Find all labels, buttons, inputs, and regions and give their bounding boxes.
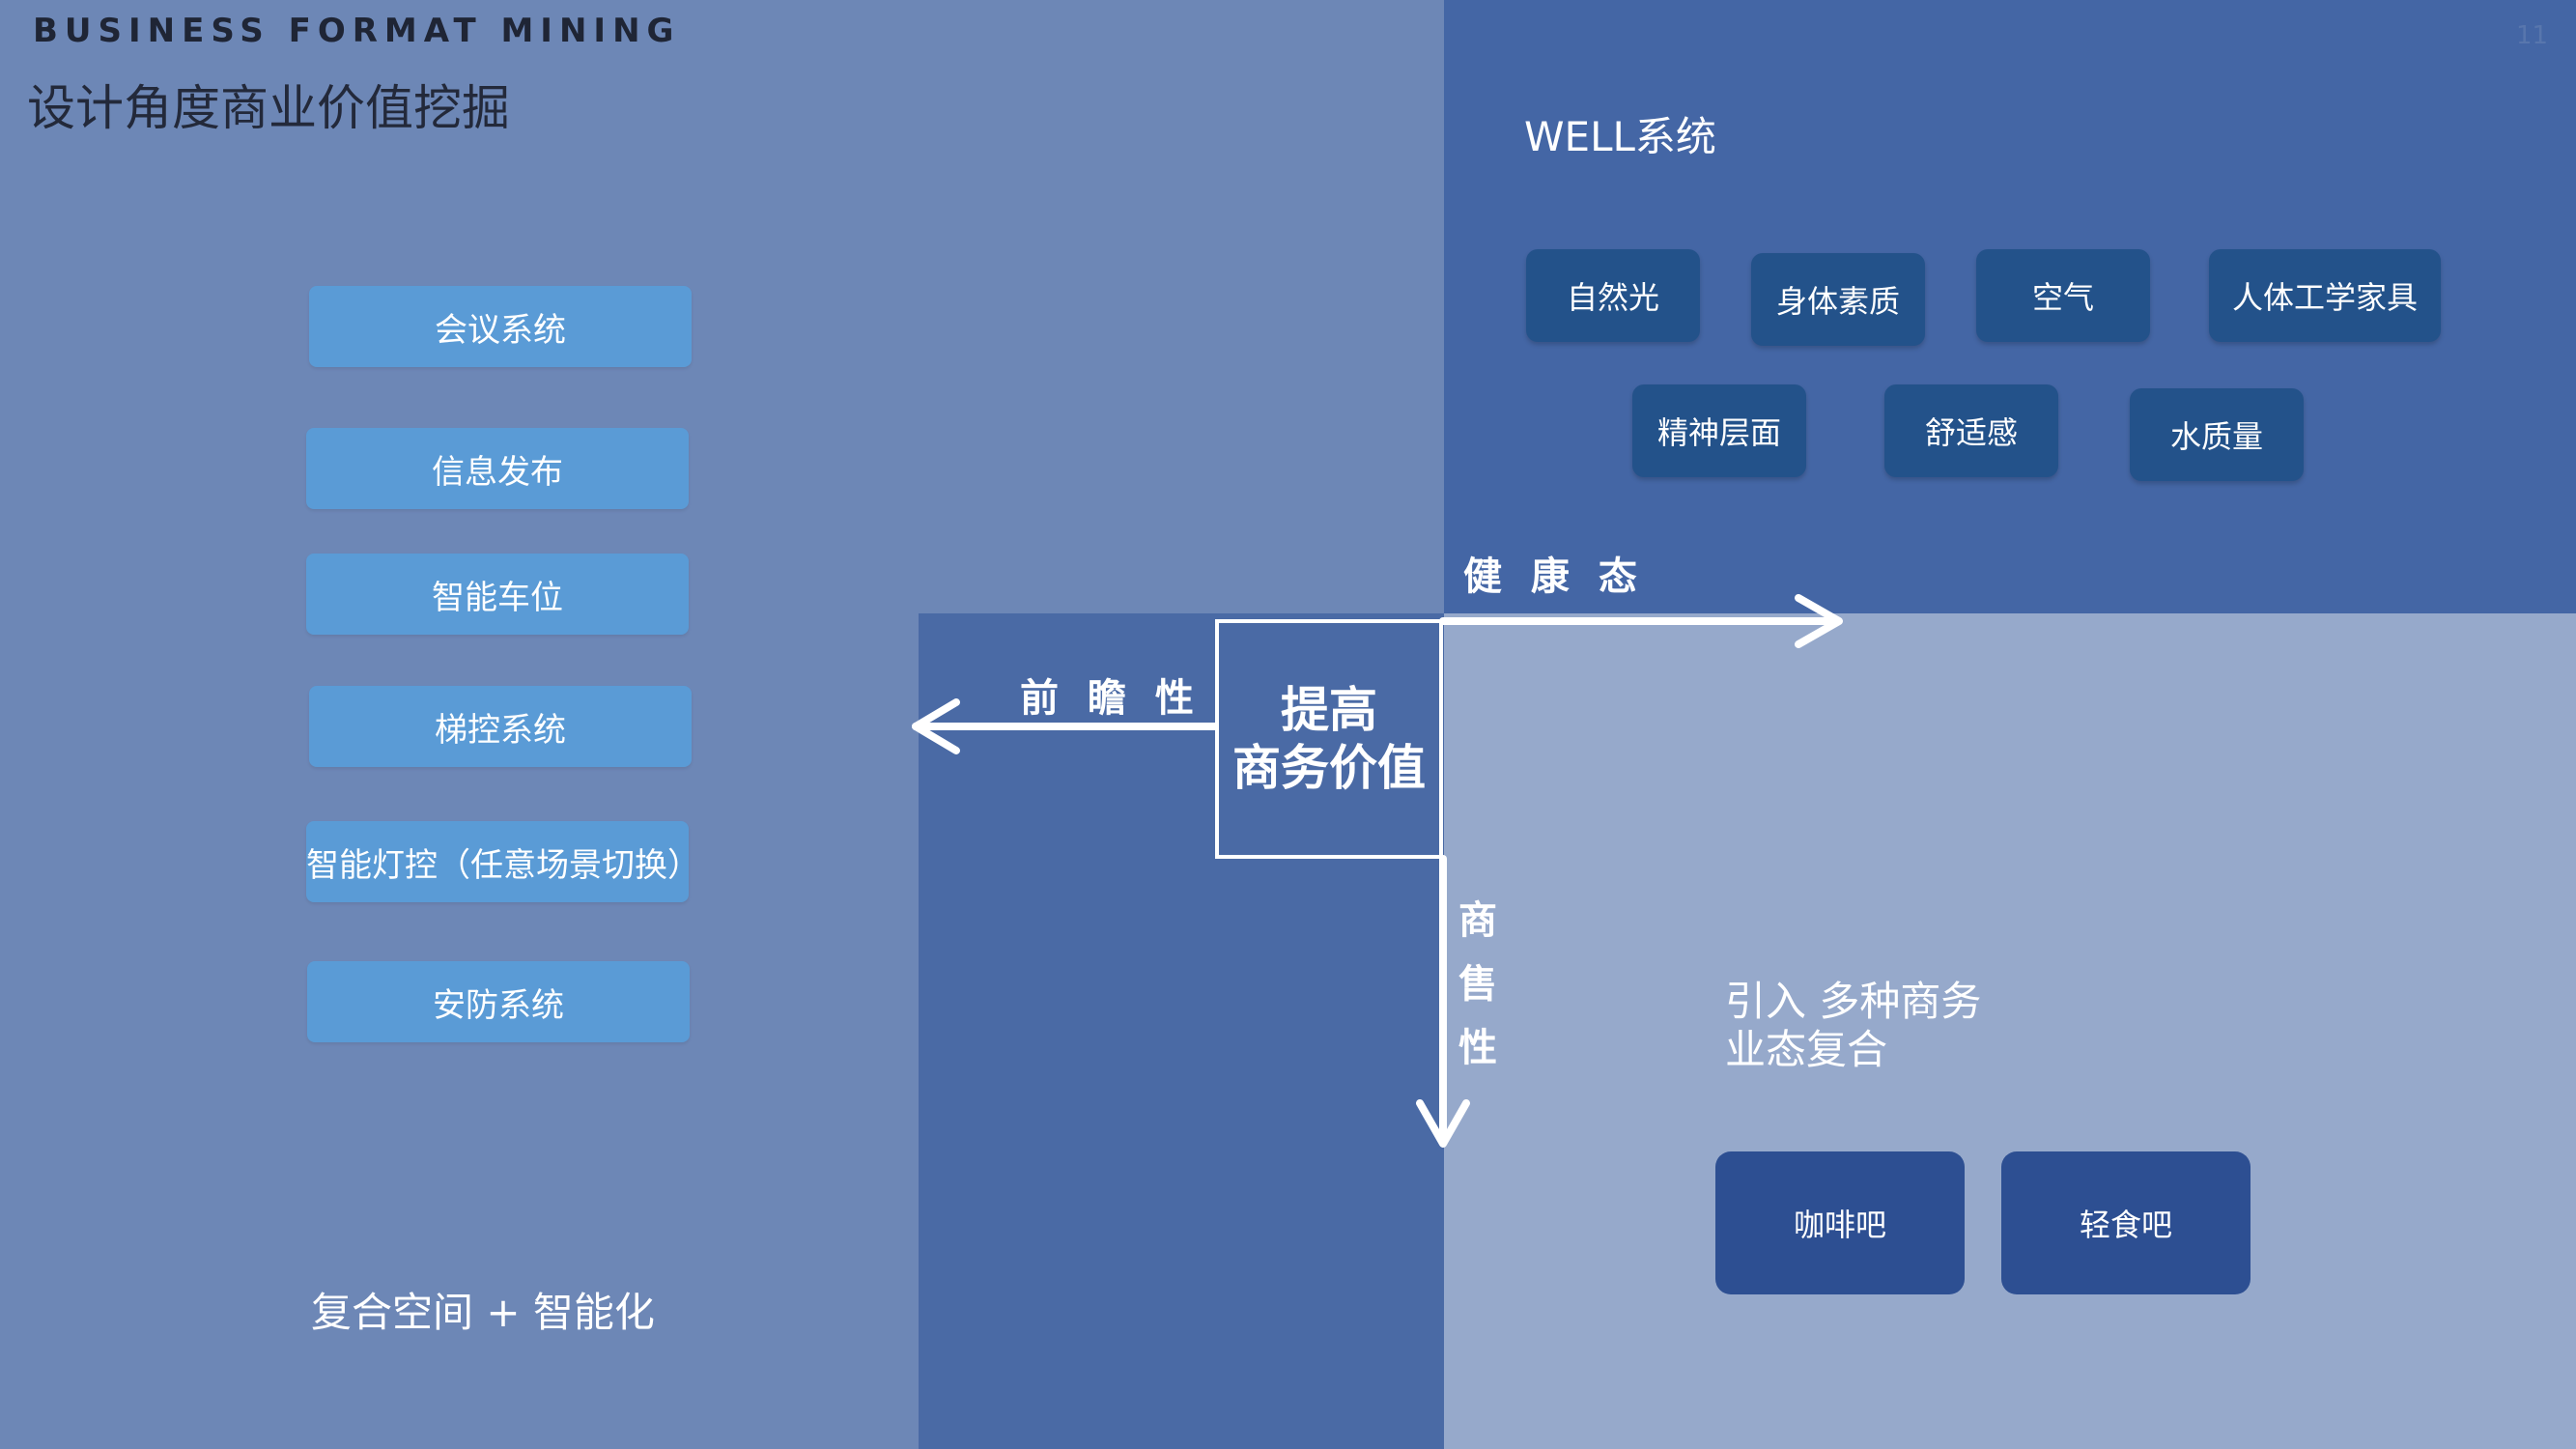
left-item-info-publishing[interactable]: 信息发布 xyxy=(306,428,689,509)
bottom-right-caption-line1: 引入 多种商务 xyxy=(1725,978,1982,1025)
well-item-air[interactable]: 空气 xyxy=(1976,249,2150,342)
center-value-box: 提高 商务价值 xyxy=(1215,619,1443,859)
page-number: 11 xyxy=(2516,21,2549,50)
left-item-security-system[interactable]: 安防系统 xyxy=(307,961,690,1042)
bottom-right-panel xyxy=(1444,613,2576,1449)
center-line2: 商务价值 xyxy=(1232,740,1426,796)
well-item-natural-light[interactable]: 自然光 xyxy=(1526,249,1700,342)
left-item-smart-parking[interactable]: 智能车位 xyxy=(306,554,689,635)
label-commercial: 商售性 xyxy=(1458,898,1505,1070)
well-item-water-quality[interactable]: 水质量 xyxy=(2130,388,2304,481)
page-title: 设计角度商业价值挖掘 xyxy=(27,80,510,136)
center-line1: 提高 xyxy=(1281,682,1377,738)
label-forward-looking: 前 瞻 性 xyxy=(1020,676,1202,721)
left-item-meeting-system[interactable]: 会议系统 xyxy=(309,286,692,367)
arrow-right-head xyxy=(1795,594,1843,648)
arrow-down-head xyxy=(1416,1099,1470,1148)
label-health: 健 康 态 xyxy=(1463,554,1645,599)
left-item-elevator-control[interactable]: 梯控系统 xyxy=(309,686,692,767)
bottom-right-caption-line2: 业态复合 xyxy=(1725,1026,1888,1073)
well-item-mind[interactable]: 精神层面 xyxy=(1632,384,1806,477)
bottom-right-caption: 引入 多种商务 业态复合 xyxy=(1725,978,2073,1074)
left-caption: 复合空间 + 智能化 xyxy=(311,1289,655,1336)
well-item-ergonomic-furniture[interactable]: 人体工学家具 xyxy=(2209,249,2441,342)
coffee-bar-button[interactable]: 咖啡吧 xyxy=(1715,1151,1965,1294)
well-title: WELL系统 xyxy=(1524,113,1716,160)
arrow-left-head xyxy=(912,698,960,754)
well-item-fitness[interactable]: 身体素质 xyxy=(1751,253,1925,346)
left-item-smart-lighting[interactable]: 智能灯控（任意场景切换） xyxy=(306,821,700,902)
english-header: BUSINESS FORMAT MINING xyxy=(33,12,681,50)
light-meal-bar-button[interactable]: 轻食吧 xyxy=(2001,1151,2250,1294)
well-item-comfort[interactable]: 舒适感 xyxy=(1884,384,2058,477)
